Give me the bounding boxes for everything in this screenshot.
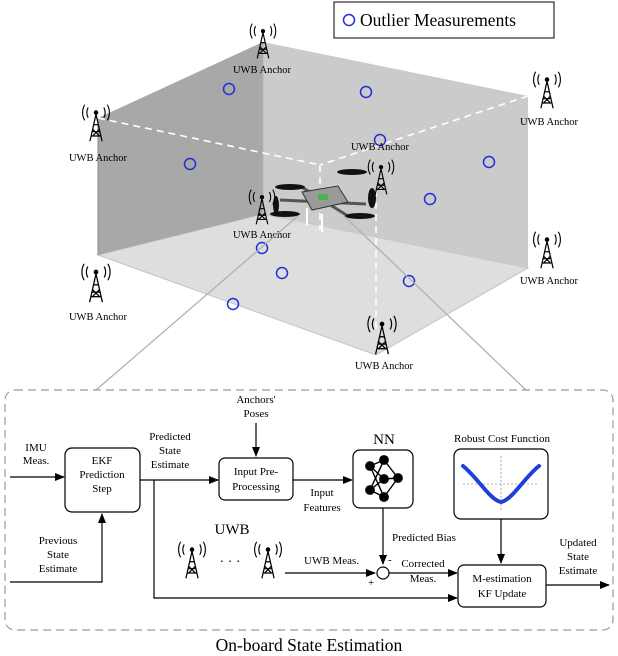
svg-text:Input Pre-Processing: Input Pre-Processing bbox=[232, 466, 280, 493]
uwb-tower-right bbox=[253, 541, 283, 579]
minus-sign: - bbox=[388, 554, 392, 566]
anchor-middle-right: UWB Anchor bbox=[351, 142, 410, 196]
preprocessing-box bbox=[218, 457, 294, 501]
outlier-points bbox=[183, 82, 496, 311]
anchor-top-left: UWB Anchor bbox=[69, 104, 128, 164]
robust-cost-plot bbox=[461, 456, 541, 512]
zoom-lines bbox=[95, 215, 527, 391]
anchor-top-back: UWB Anchor bbox=[233, 22, 292, 76]
outlier-point bbox=[402, 274, 416, 288]
uwb-ellipsis: · · · bbox=[220, 555, 241, 570]
dashed-edges bbox=[97, 95, 529, 330]
outlier-point bbox=[423, 192, 437, 206]
outlier-point bbox=[359, 85, 373, 99]
summing-junction bbox=[376, 566, 390, 580]
robust-cost-label: Robust Cost Function bbox=[454, 433, 550, 445]
anchor-bottom-front: UWB Anchor bbox=[355, 315, 414, 372]
anchor-right: UWB Anchor bbox=[520, 231, 579, 287]
predicted-bias-label: Predicted Bias bbox=[392, 532, 456, 544]
legend-label: Outlier Measurements bbox=[360, 10, 516, 30]
room-back-wall bbox=[263, 42, 528, 268]
anchors-poses-label: Anchors'Poses bbox=[236, 394, 275, 420]
anchor-center: UWB Anchor bbox=[233, 188, 292, 241]
anchor-label: UWB Anchor bbox=[520, 276, 579, 287]
m-estimation-box bbox=[457, 564, 547, 608]
legend-marker bbox=[342, 13, 356, 27]
uwb-anchors: UWB Anchor UWB Anchor UWB Anchor UWB Anc… bbox=[69, 22, 579, 372]
anchor-label: UWB Anchor bbox=[351, 142, 410, 153]
anchor-label: UWB Anchor bbox=[233, 230, 292, 241]
outlier-point bbox=[255, 241, 269, 255]
anchor-label: UWB Anchor bbox=[69, 312, 128, 323]
outlier-point bbox=[275, 266, 289, 280]
drone-icon bbox=[270, 169, 376, 232]
anchor-label: UWB Anchor bbox=[233, 65, 292, 76]
uwb-tower-left bbox=[177, 541, 207, 579]
outlier-point bbox=[226, 297, 240, 311]
block-title: On-board State Estimation bbox=[216, 635, 403, 655]
nn-label: NN bbox=[373, 432, 395, 448]
outlier-point bbox=[183, 157, 197, 171]
legend: Outlier Measurements bbox=[333, 1, 555, 39]
plus-sign: + bbox=[368, 577, 374, 589]
neural-network-icon bbox=[365, 455, 403, 502]
anchor-bottom-left: UWB Anchor bbox=[69, 263, 128, 323]
anchor-label: UWB Anchor bbox=[355, 361, 414, 372]
anchor-label: UWB Anchor bbox=[520, 117, 579, 128]
outlier-point bbox=[222, 82, 236, 96]
uwb-label: UWB bbox=[215, 522, 250, 538]
anchor-top-right: UWB Anchor bbox=[520, 71, 579, 128]
anchor-label: UWB Anchor bbox=[69, 153, 128, 164]
room-scene bbox=[96, 42, 530, 356]
estimation-frame bbox=[4, 389, 614, 631]
outlier-point bbox=[482, 155, 496, 169]
uwb-meas-label: UWB Meas. bbox=[304, 555, 359, 567]
outlier-point bbox=[373, 133, 387, 147]
room-left-wall bbox=[98, 42, 263, 255]
